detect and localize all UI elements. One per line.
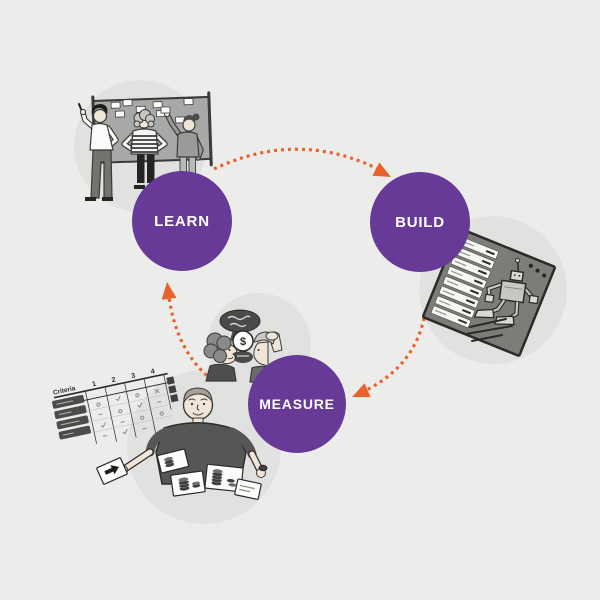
- speech-bubbles: $: [219, 309, 261, 363]
- person-pointing: [78, 103, 119, 201]
- node-measure: MEASURE: [248, 355, 346, 453]
- node-learn: LEARN: [132, 171, 232, 271]
- arrow-learn-to-build: [213, 147, 391, 177]
- criteria-side-squares: [166, 376, 179, 403]
- motion-lines: [465, 318, 513, 342]
- person-hands-on-hips: [121, 109, 168, 189]
- sorting-cards: [96, 448, 268, 500]
- criteria-col-3: 3: [131, 372, 136, 380]
- criteria-cell-marks: [96, 388, 164, 437]
- dollar-symbol: $: [240, 336, 246, 348]
- criteria-col-2: 2: [111, 377, 116, 385]
- criteria-col-4: 4: [150, 368, 155, 376]
- interview-woman: [203, 332, 238, 382]
- criteria-col-1: 1: [92, 381, 97, 389]
- criteria-matrix-illustration: Criteria 1 2 3 4: [52, 368, 179, 444]
- arrow-measure-to-learn: [161, 282, 214, 382]
- sheet-dots: [528, 263, 547, 278]
- coin: [258, 464, 268, 472]
- arrow-build-to-measure: [352, 317, 426, 398]
- team-at-whiteboard-illustration: [78, 91, 213, 201]
- node-learn-label: LEARN: [154, 212, 210, 230]
- node-build: BUILD: [370, 172, 470, 272]
- criteria-label: Criteria: [52, 385, 76, 397]
- robot-spec-sheet-illustration: [422, 227, 556, 357]
- robot-sketch: [473, 257, 539, 326]
- node-build-label: BUILD: [395, 213, 445, 231]
- dollar-bubble: [232, 330, 254, 352]
- node-measure-label: MEASURE: [259, 396, 335, 412]
- card-sorting-illustration: [96, 387, 268, 500]
- spec-rows: [430, 236, 499, 328]
